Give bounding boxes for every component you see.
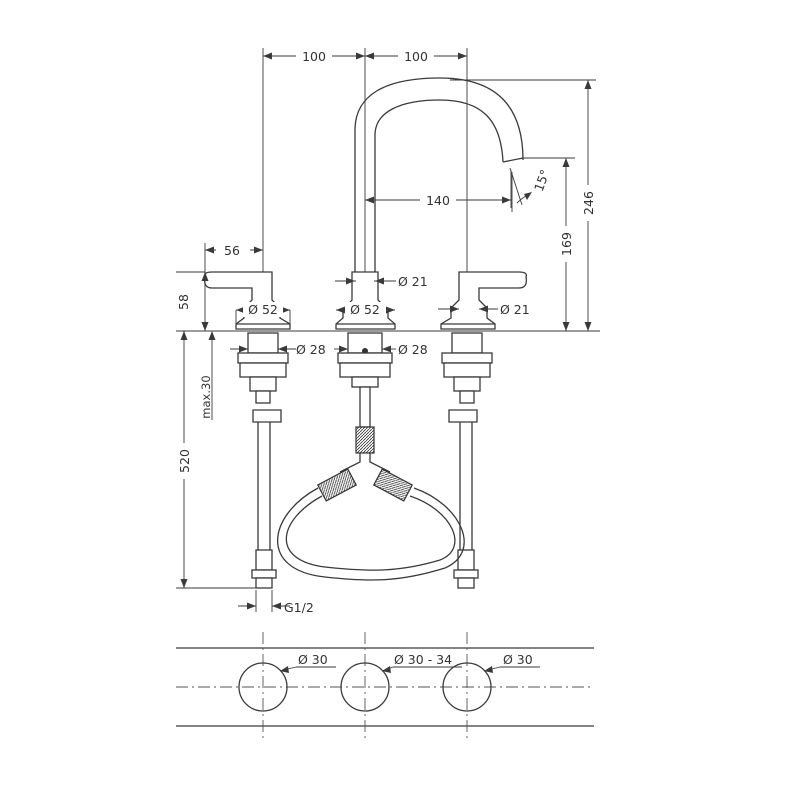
- dim-spacing-right: 100: [404, 49, 428, 64]
- hoses: [276, 468, 465, 581]
- label-hole-center: Ø 30 - 34: [394, 652, 452, 667]
- hole-right: [442, 662, 492, 712]
- dim-spout-height: 169: [559, 232, 574, 256]
- spout: [354, 77, 524, 272]
- hole-left: [238, 662, 288, 712]
- dim-thread: G1/2: [284, 600, 314, 615]
- faucet-assembly: [180, 77, 600, 589]
- label-hole-left: Ø 30: [298, 652, 328, 667]
- dim-installation-height: 520: [177, 449, 192, 473]
- right-valve-body: [441, 332, 493, 589]
- dim-spout-dia: Ø 21: [398, 274, 428, 289]
- dimensions: 100 100 246 169 140 15° 56: [176, 48, 597, 615]
- dim-shank-left-dia: Ø 28: [296, 342, 326, 357]
- left-valve-body: [237, 332, 289, 589]
- dim-total-height: 246: [581, 191, 596, 215]
- center-valve-body: [337, 332, 393, 473]
- dim-handle-height: 58: [176, 294, 191, 310]
- deck-plan: Ø 30 Ø 30 - 34 Ø 30: [176, 632, 594, 742]
- dim-base-left-dia: Ø 52: [248, 302, 278, 317]
- dim-base-center-dia: Ø 52: [350, 302, 380, 317]
- dim-spacing-left: 100: [302, 49, 326, 64]
- right-handle: [440, 271, 527, 330]
- left-handle: [204, 271, 291, 330]
- dim-max-thickness: max.30: [199, 375, 213, 418]
- label-hole-right: Ø 30: [503, 652, 533, 667]
- dim-shank-center-dia: Ø 28: [398, 342, 428, 357]
- dim-handle-reach: 56: [224, 243, 240, 258]
- hole-center: [340, 662, 390, 712]
- dim-spout-reach: 140: [426, 193, 450, 208]
- dim-spout-angle: 15°: [531, 167, 553, 193]
- dim-right-handle-dia: Ø 21: [500, 302, 530, 317]
